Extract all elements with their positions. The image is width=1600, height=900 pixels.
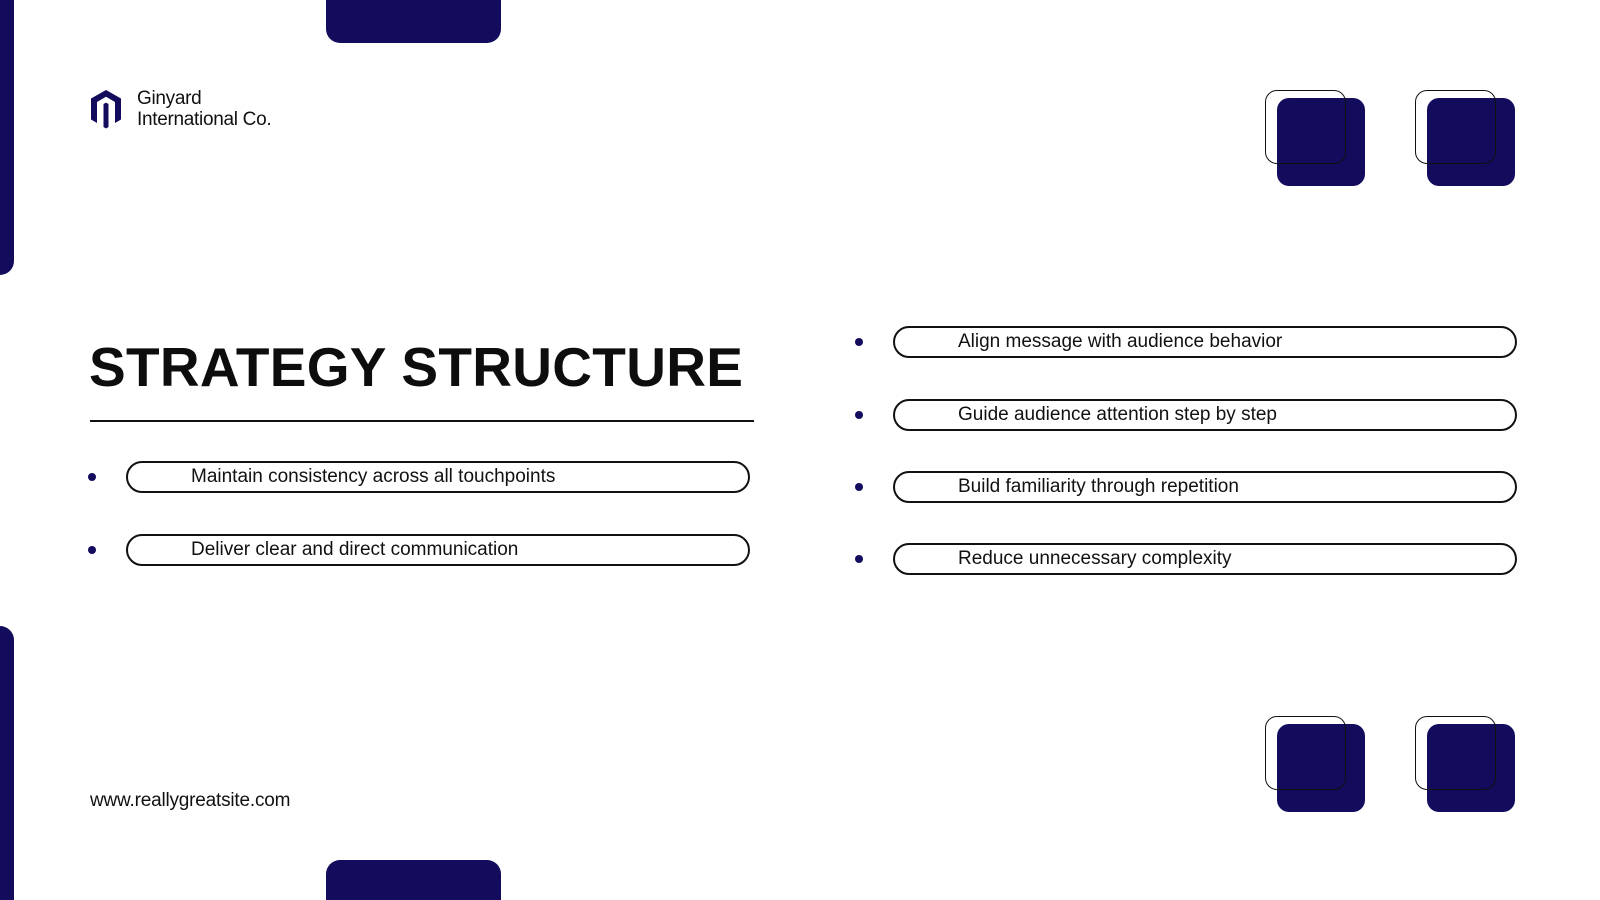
list-item: Maintain consistency across all touchpoi… [88, 461, 750, 493]
list-item: Reduce unnecessary complexity [855, 543, 1517, 575]
bottom-accent-tab [326, 860, 501, 900]
bullet-icon [855, 411, 863, 419]
left-accent-bar-top [0, 0, 14, 275]
list-item-label: Guide audience attention step by step [893, 399, 1517, 431]
website-url: www.reallygreatsite.com [90, 790, 291, 811]
list-item-label: Reduce unnecessary complexity [893, 543, 1517, 575]
list-item-label: Build familiarity through repetition [893, 471, 1517, 503]
bullet-icon [88, 546, 96, 554]
bullet-icon [855, 483, 863, 491]
decorative-square-icon [1415, 90, 1515, 186]
list-item: Align message with audience behavior [855, 326, 1517, 358]
left-accent-bar-bottom [0, 626, 14, 900]
list-item-label: Maintain consistency across all touchpoi… [126, 461, 750, 493]
company-name-line2: International Co. [137, 109, 272, 130]
slide-title: STRATEGY STRUCTURE [89, 336, 744, 398]
list-item-label: Deliver clear and direct communication [126, 534, 750, 566]
decorative-square-icon [1415, 716, 1515, 812]
title-divider [90, 420, 754, 422]
bullet-icon [855, 555, 863, 563]
list-item: Guide audience attention step by step [855, 399, 1517, 431]
list-item: Deliver clear and direct communication [88, 534, 750, 566]
list-item: Build familiarity through repetition [855, 471, 1517, 503]
bullet-icon [88, 473, 96, 481]
bullet-icon [855, 338, 863, 346]
top-accent-tab [326, 0, 501, 43]
company-name: Ginyard International Co. [137, 88, 272, 130]
company-name-line1: Ginyard [137, 88, 202, 109]
hexagon-m-logo-icon [91, 90, 121, 129]
company-logo: Ginyard International Co. [89, 88, 272, 130]
decorative-square-icon [1265, 716, 1365, 812]
list-item-label: Align message with audience behavior [893, 326, 1517, 358]
decorative-square-icon [1265, 90, 1365, 186]
